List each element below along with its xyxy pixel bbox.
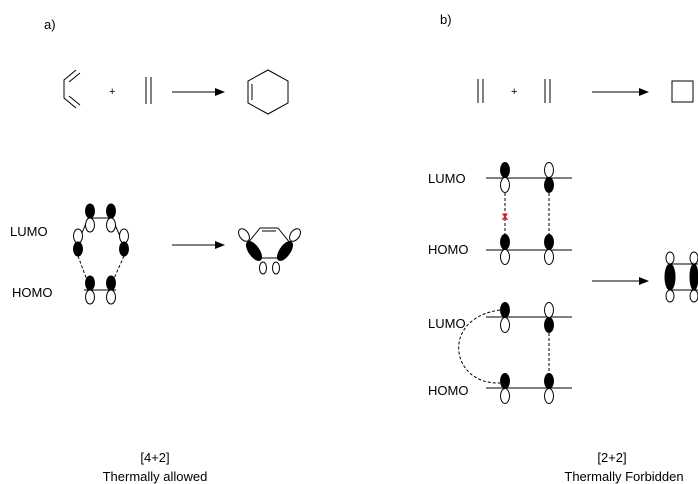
bottom-homo-orbitals xyxy=(486,373,572,404)
caption-b-line2: Thermally Forbidden xyxy=(564,469,683,484)
panel-b-label: b) xyxy=(440,12,452,27)
top-homo-orbitals xyxy=(486,234,572,265)
lumo-label-b1: LUMO xyxy=(428,171,466,186)
top-lumo-orbitals xyxy=(486,162,572,193)
caption-b-line1: [2+2] xyxy=(597,450,626,465)
caption-a-line2: Thermally allowed xyxy=(103,469,208,484)
cyclobutane-structure xyxy=(671,80,694,103)
homo-label-b2: HOMO xyxy=(428,383,468,398)
panel-a-label: a) xyxy=(44,17,56,32)
product-orbitals-b xyxy=(664,251,698,303)
forbidden-mark: x xyxy=(502,209,509,223)
product-orbitals xyxy=(238,227,301,275)
homo-label-b1: HOMO xyxy=(428,242,468,257)
panel-a: a) + LUMO HOMO xyxy=(10,17,301,484)
cyclohexene-structure xyxy=(247,69,289,115)
plus-sign-b: + xyxy=(511,86,517,98)
panel-b: b) + LUMO HOMO x xyxy=(428,12,698,484)
lumo-label: LUMO xyxy=(10,224,48,239)
caption-a-line1: [4+2] xyxy=(140,450,169,465)
overlap-dashes xyxy=(77,255,125,284)
plus-sign: + xyxy=(109,86,115,98)
homo-label: HOMO xyxy=(12,285,52,300)
butadiene-structure xyxy=(63,69,81,109)
diene-lumo-orbitals xyxy=(73,203,129,257)
ethylene-structure-1 xyxy=(477,79,484,103)
ethylene-structure-2 xyxy=(544,79,551,103)
lumo-label-b2: LUMO xyxy=(428,316,466,331)
ethylene-structure xyxy=(145,77,152,104)
suprafacial-antarafacial-overlap-arc xyxy=(458,309,501,384)
ethylene-homo-orbitals xyxy=(84,275,116,305)
bottom-lumo-orbitals xyxy=(486,302,572,333)
